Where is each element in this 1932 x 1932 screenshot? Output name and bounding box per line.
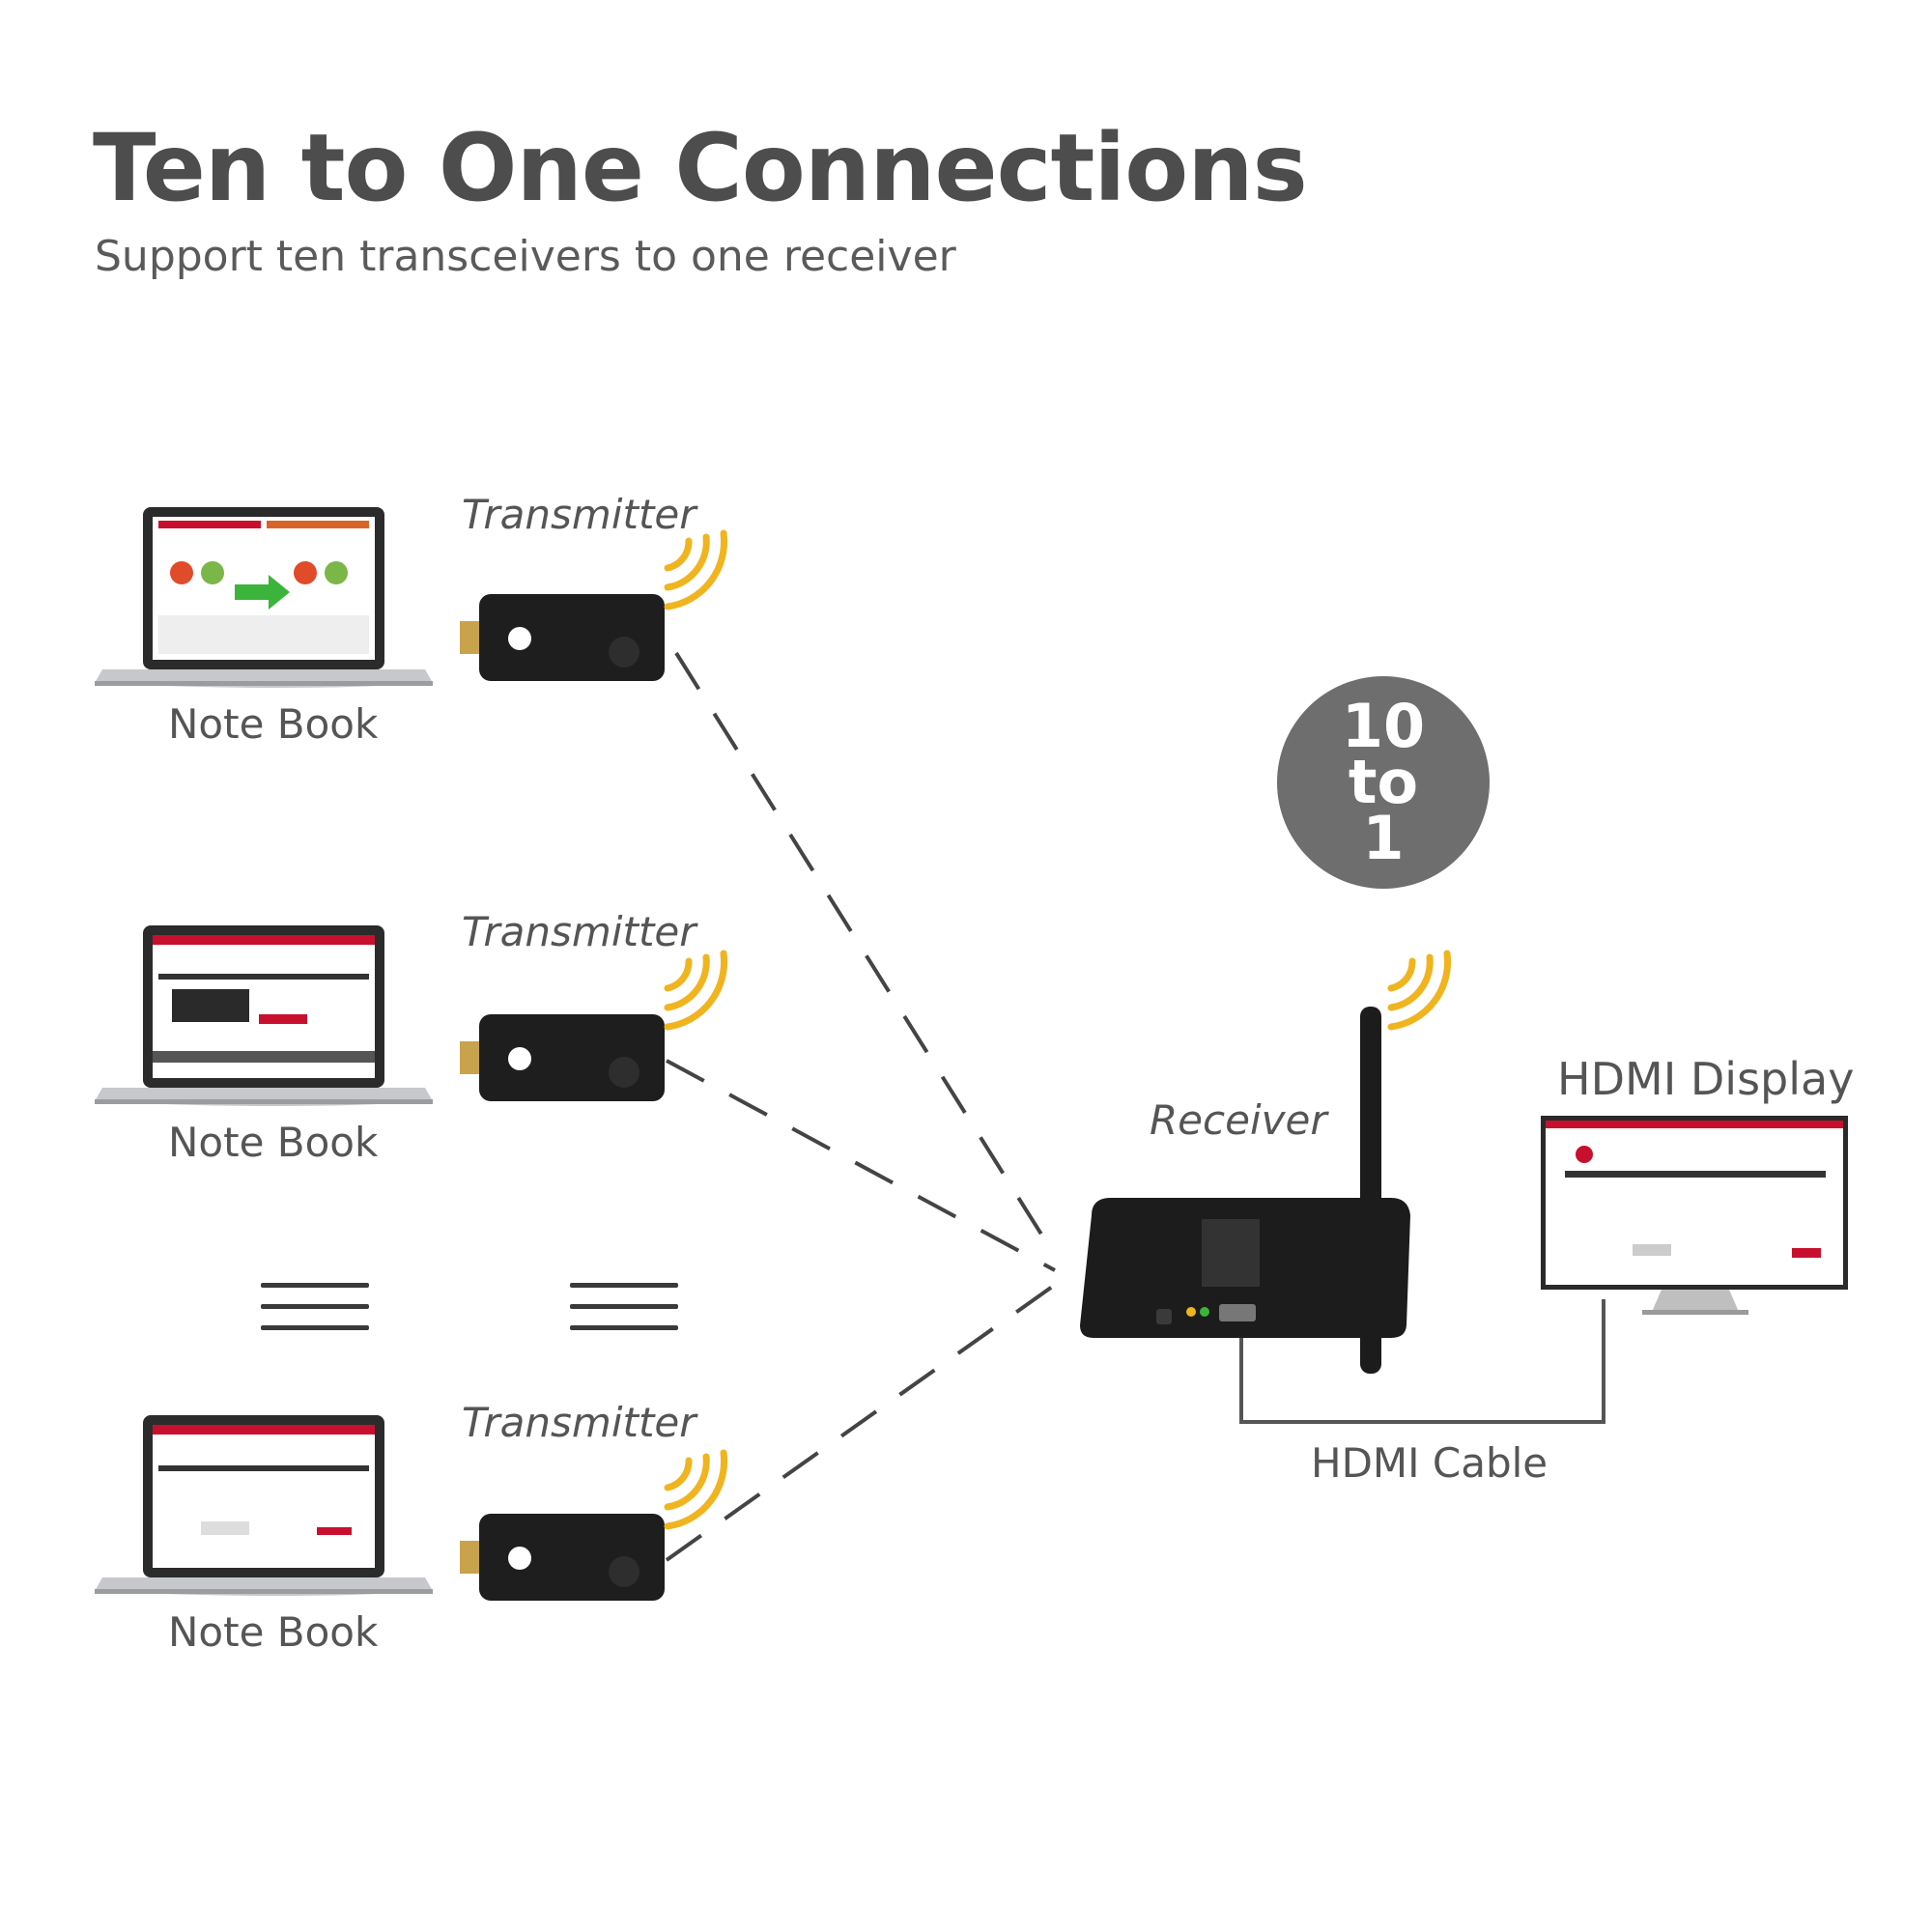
laptop-1	[95, 507, 433, 688]
ten-to-one-badge: 10 to 1	[1277, 676, 1490, 889]
badge-line-3: 1	[1362, 803, 1405, 873]
badge-line-1: 10	[1341, 691, 1426, 761]
cable-label: HDMI Cable	[1311, 1439, 1548, 1487]
laptop-2	[95, 925, 433, 1106]
transmitter-1-label: Transmitter	[462, 491, 696, 538]
notebook-3-label: Note Book	[168, 1608, 379, 1656]
page-title: Ten to One Connections	[93, 114, 1308, 222]
receiver-device	[1080, 953, 1448, 1374]
transmitter-3-label: Transmitter	[462, 1399, 696, 1446]
page-subtitle: Support ten transceivers to one receiver	[95, 232, 956, 281]
badge-line-2: to	[1348, 747, 1419, 817]
display-label: HDMI Display	[1557, 1053, 1855, 1105]
hdmi-cable	[1239, 1299, 1605, 1424]
transmitter-2-label: Transmitter	[462, 908, 696, 955]
receiver-label: Receiver	[1150, 1096, 1327, 1144]
hdmi-display	[1541, 1116, 1848, 1315]
transmitter-1	[460, 533, 724, 681]
notebook-1-label: Note Book	[168, 700, 379, 748]
laptop-3	[95, 1415, 433, 1596]
notebook-2-label: Note Book	[168, 1119, 379, 1166]
wireless-links	[665, 651, 1057, 1562]
more-devices-indicator	[261, 1283, 678, 1330]
transmitter-3	[460, 1453, 724, 1601]
transmitter-2	[460, 953, 724, 1101]
